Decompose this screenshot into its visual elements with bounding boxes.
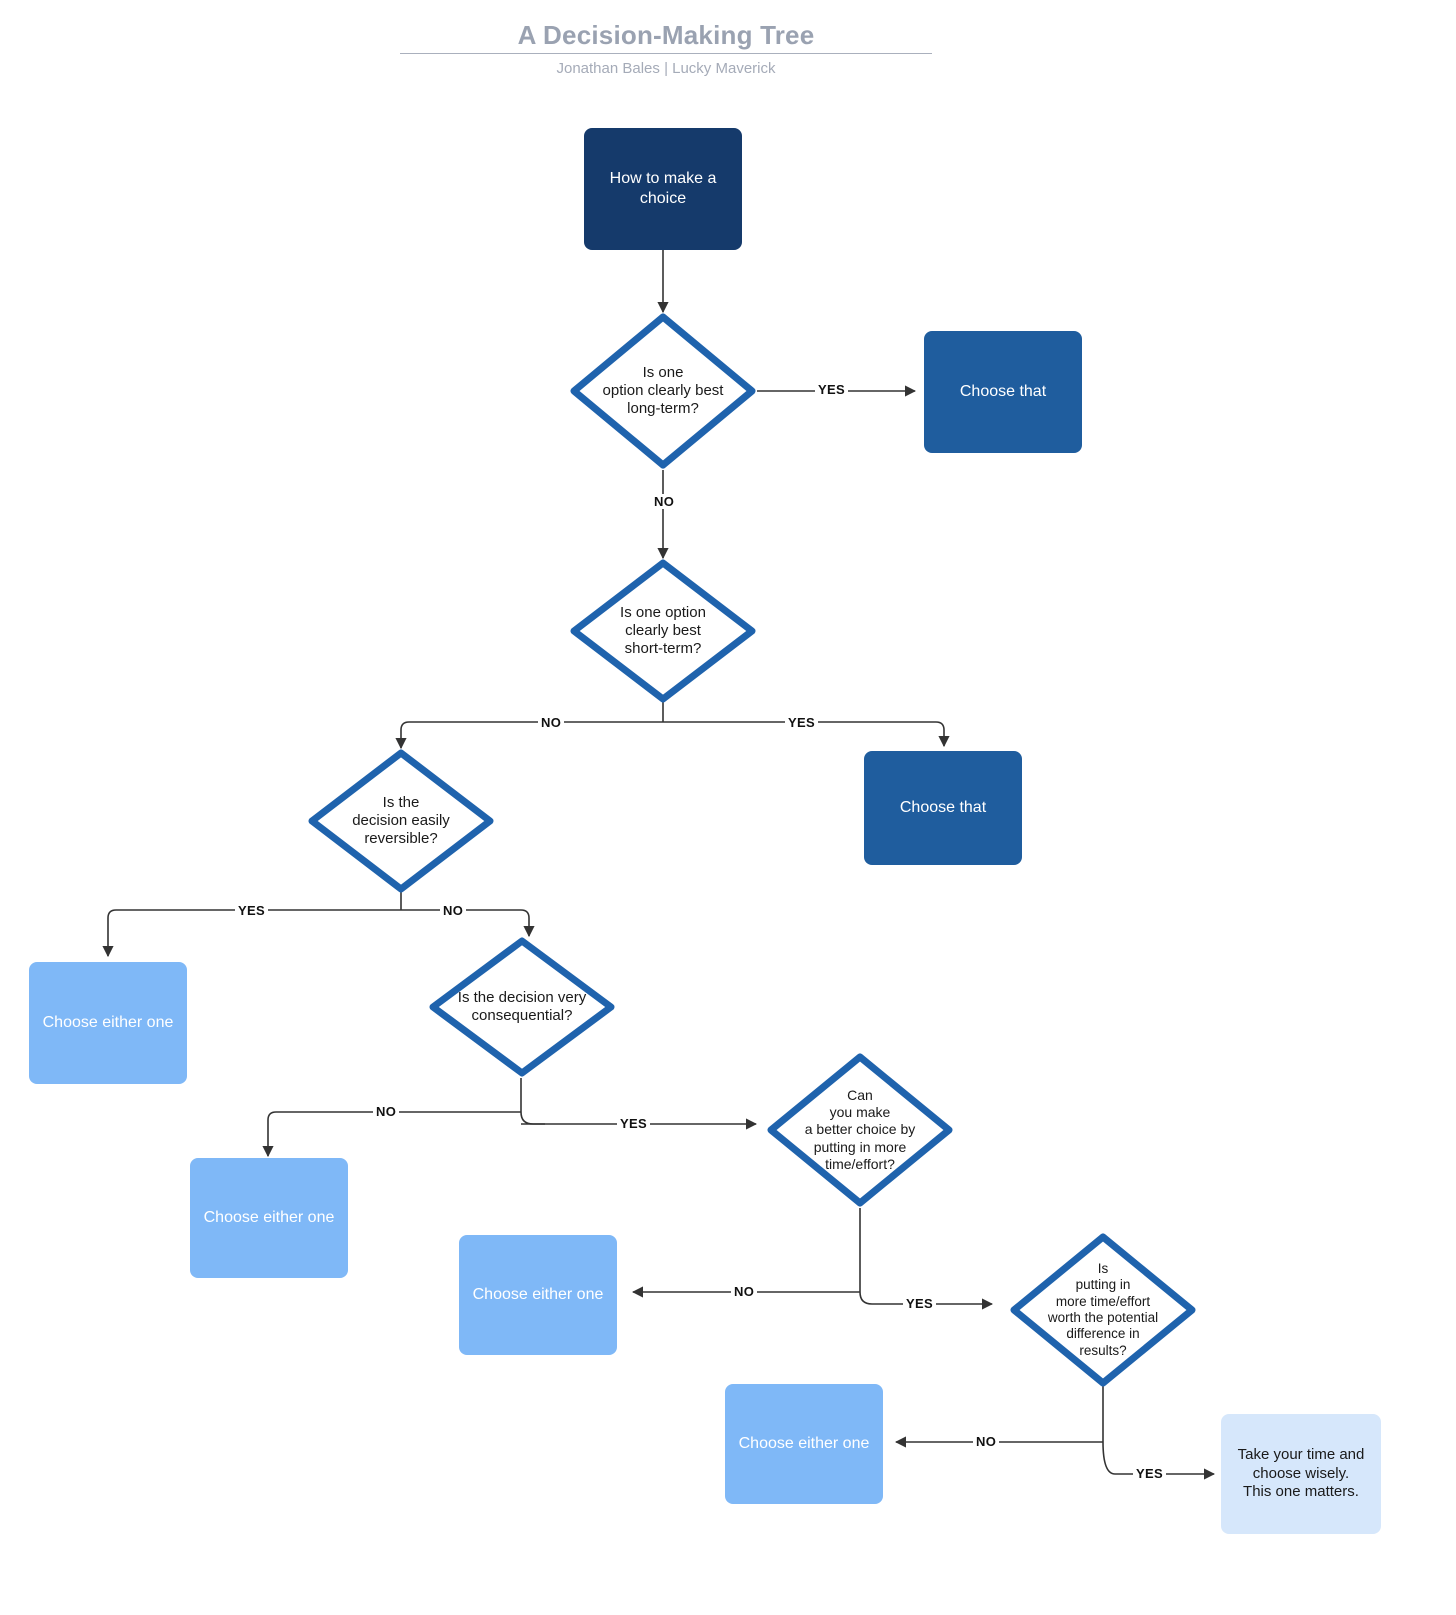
node-result-choose-that-1[interactable]: Choose that	[924, 331, 1082, 453]
edge-label-q3-yes: YES	[235, 903, 268, 918]
node-label: Can you make a better choice by putting …	[804, 1087, 916, 1172]
diamond-shape	[1010, 1233, 1196, 1387]
diamond-shape	[570, 313, 756, 469]
diamond-shape	[767, 1053, 953, 1207]
node-label: Is one option clearly best long-term?	[602, 363, 724, 418]
edge-label-q1-yes: YES	[815, 382, 848, 397]
node-label: Is the decision easily reversible?	[352, 793, 450, 848]
edge-label-q6-no: NO	[973, 1434, 1000, 1449]
node-question-very-consequential[interactable]: Is the decision very consequential?	[428, 936, 616, 1078]
node-label: Is putting in more time/effort worth the…	[1047, 1260, 1159, 1358]
diamond-shape	[308, 749, 494, 893]
node-question-best-short-term[interactable]: Is one option clearly best short-term?	[569, 558, 757, 704]
page-subtitle: Jonathan Bales | Lucky Maverick	[556, 60, 776, 77]
edge-label-q5-yes: YES	[903, 1296, 936, 1311]
node-label: Is one option clearly best short-term?	[620, 603, 706, 658]
node-question-worth-the-difference[interactable]: Is putting in more time/effort worth the…	[1009, 1232, 1197, 1388]
node-question-best-long-term[interactable]: Is one option clearly best long-term?	[569, 312, 757, 470]
node-question-easily-reversible[interactable]: Is the decision easily reversible?	[307, 748, 495, 894]
title-divider	[400, 53, 932, 54]
node-result-take-your-time[interactable]: Take your time and choose wisely. This o…	[1221, 1414, 1381, 1534]
edge-label-q6-yes: YES	[1133, 1466, 1166, 1481]
node-result-choose-either-4[interactable]: Choose either one	[725, 1384, 883, 1504]
edge-label-q5-no: NO	[731, 1284, 758, 1299]
edge-label-q4-no: NO	[373, 1104, 400, 1119]
node-start[interactable]: How to make a choice	[584, 128, 742, 250]
node-question-better-choice-more-effort[interactable]: Can you make a better choice by putting …	[766, 1052, 954, 1208]
edge-label-q1-no: NO	[651, 494, 678, 509]
edge-label-q2-yes: YES	[785, 715, 818, 730]
diamond-shape	[570, 559, 756, 703]
diamond-shape	[429, 937, 615, 1077]
node-result-choose-that-2[interactable]: Choose that	[864, 751, 1022, 865]
page-title: A Decision-Making Tree	[517, 20, 815, 50]
page-header: A Decision-Making Tree Jonathan Bales | …	[0, 0, 1456, 100]
node-result-choose-either-1[interactable]: Choose either one	[29, 962, 187, 1084]
edge-label-q3-no: NO	[440, 903, 467, 918]
node-result-choose-either-2[interactable]: Choose either one	[190, 1158, 348, 1278]
node-result-choose-either-3[interactable]: Choose either one	[459, 1235, 617, 1355]
node-label: Is the decision very consequential?	[457, 988, 587, 1024]
edge-label-q4-yes: YES	[617, 1116, 650, 1131]
edge-label-q2-no: NO	[538, 715, 565, 730]
